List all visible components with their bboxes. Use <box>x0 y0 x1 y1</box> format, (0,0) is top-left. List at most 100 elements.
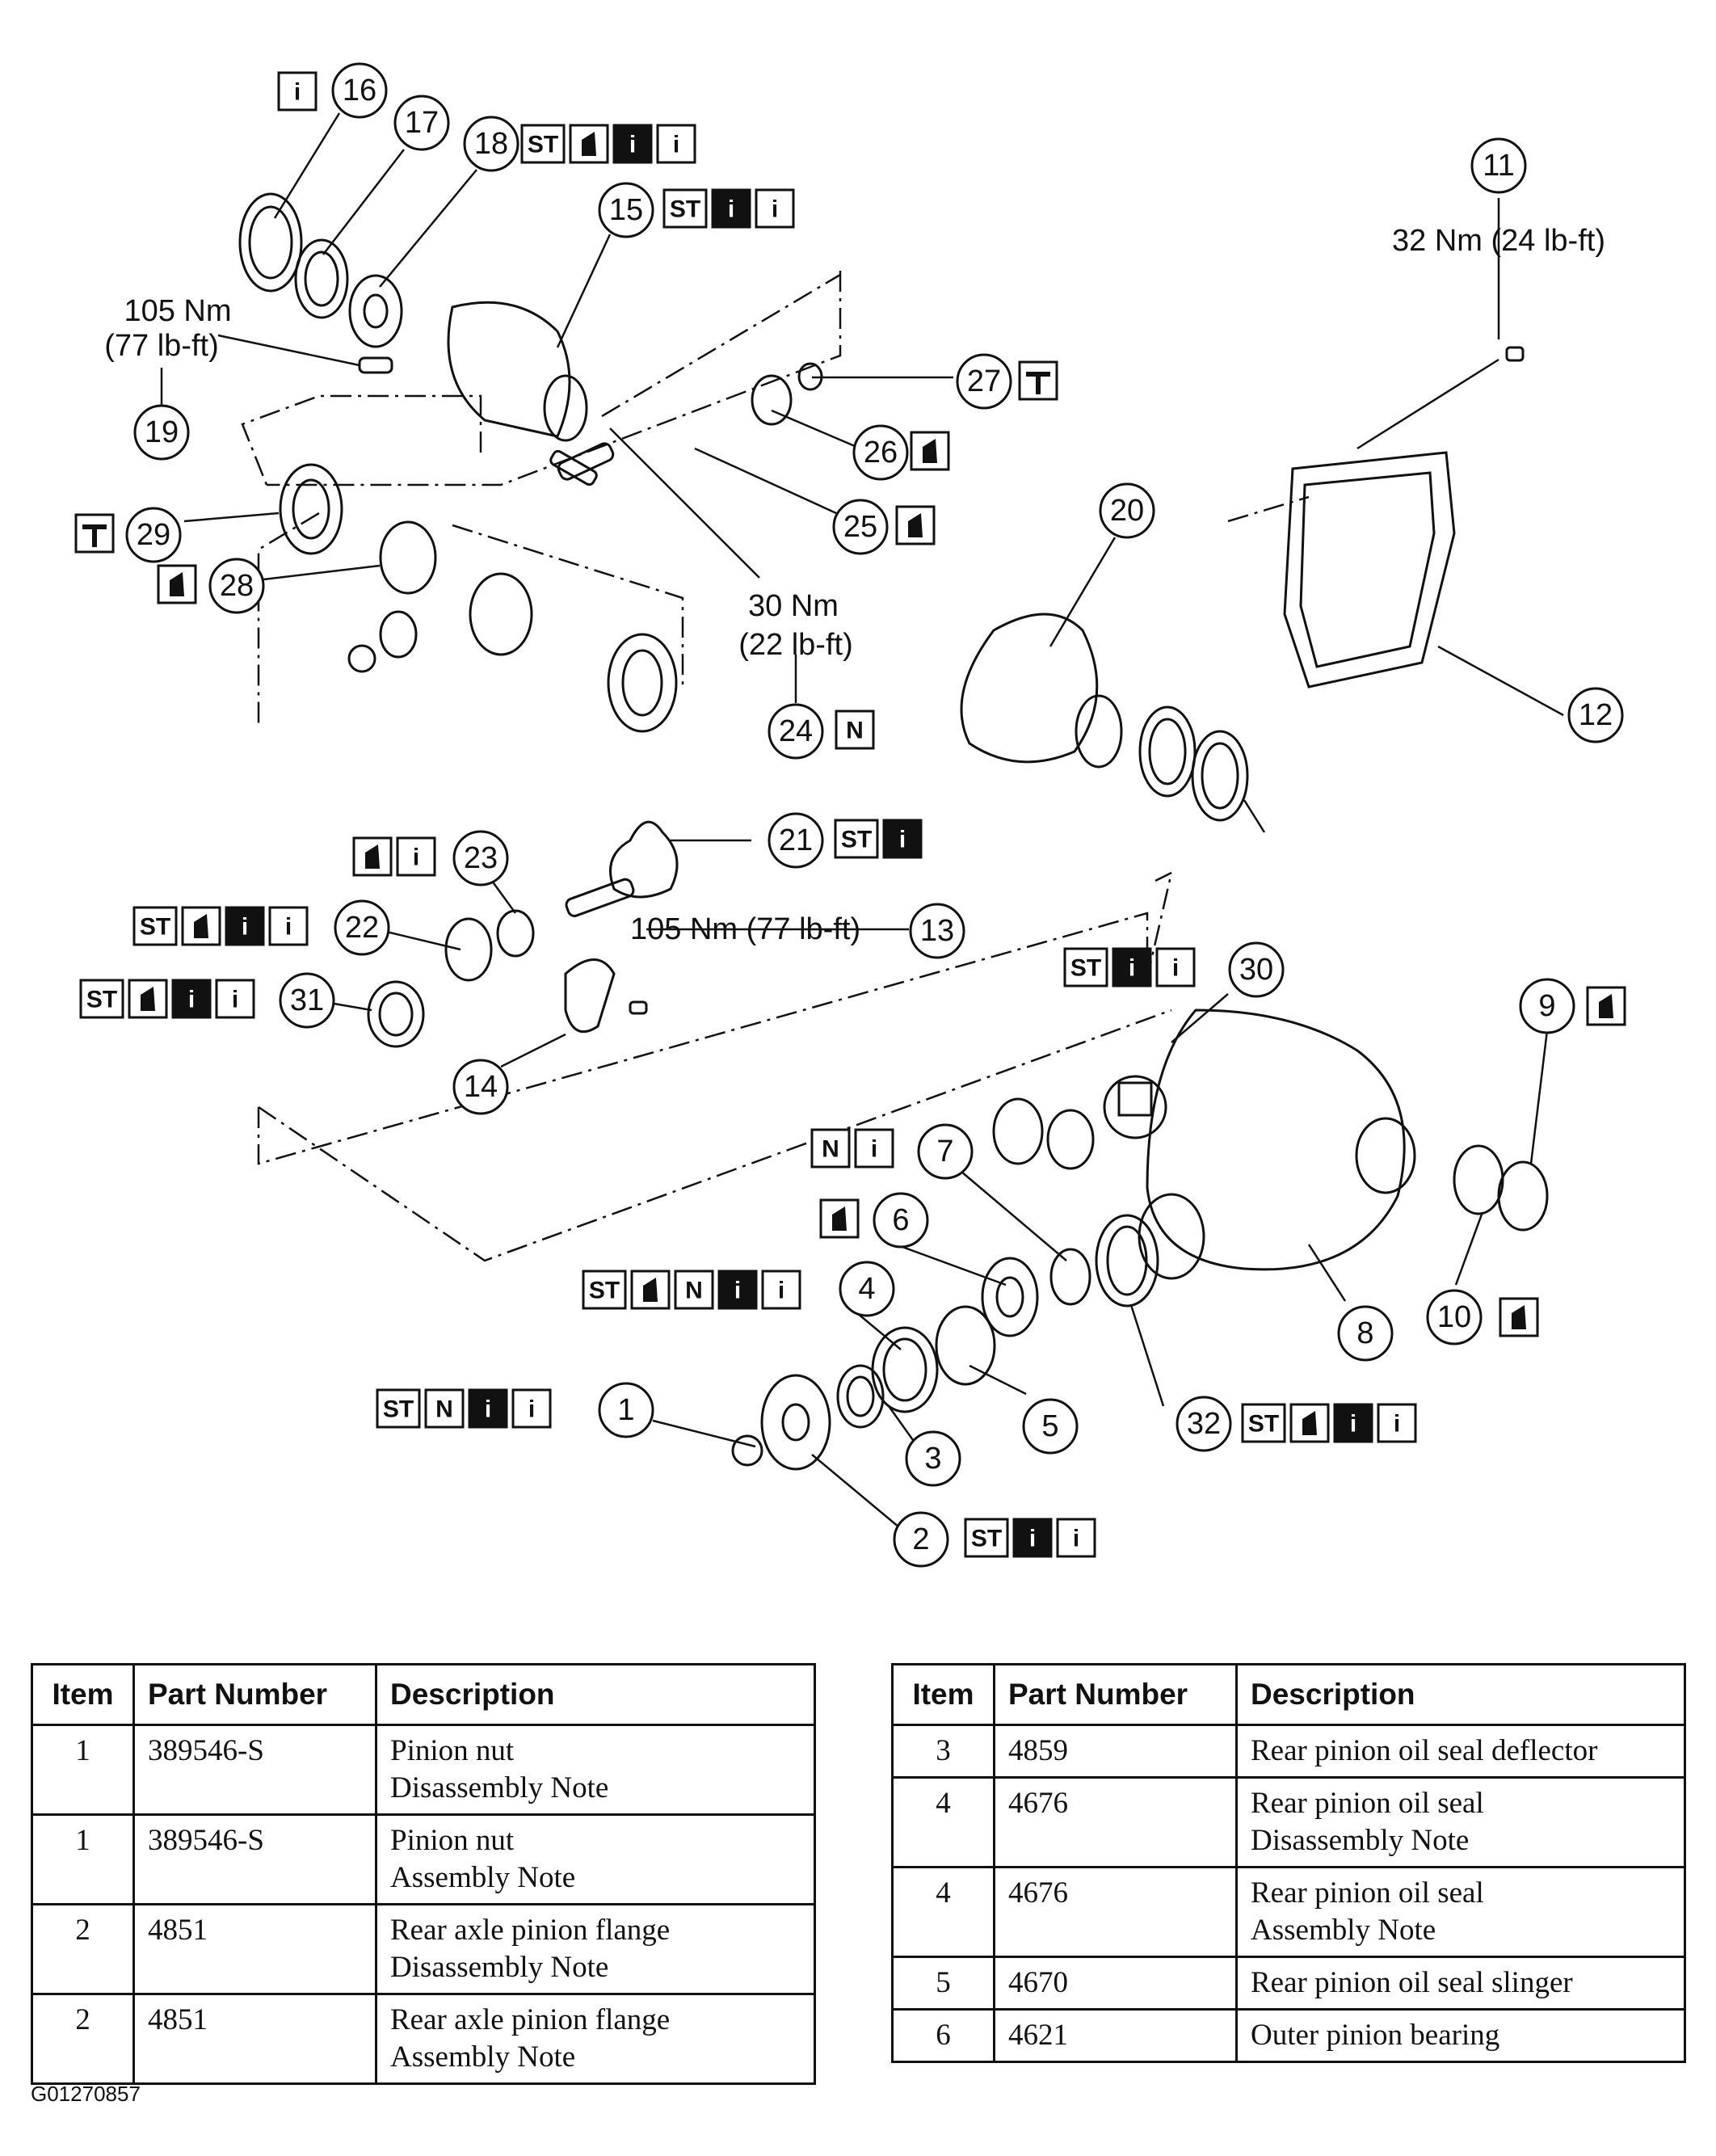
callout-14: 14 <box>452 1059 509 1115</box>
cell-description: Rear pinion oil seal deflector <box>1235 1724 1686 1779</box>
info-icon: i <box>761 1270 801 1310</box>
info-inverse-icon: i <box>1112 947 1152 987</box>
cell-description: Outer pinion bearing <box>1235 2008 1686 2063</box>
description-line: Rear axle pinion flange <box>390 2003 671 2036</box>
lubricate-icon <box>352 836 393 877</box>
callout-22: 22 <box>334 899 390 956</box>
special-tool-icon: ST <box>132 906 178 946</box>
special-tool-icon: ST <box>1241 1403 1286 1443</box>
info-icon: i <box>396 836 436 877</box>
leader-lines <box>160 112 1564 1528</box>
callout-28: 28 <box>208 558 265 614</box>
svg-text:6: 6 <box>892 1203 909 1237</box>
description-note: Assembly Note <box>390 2040 576 2074</box>
new-part-icon: N <box>424 1388 465 1429</box>
callout-9: 9 <box>1519 978 1575 1034</box>
special-tool-icon: ST <box>376 1388 421 1429</box>
header-description: Description <box>375 1663 816 1726</box>
callout-17: 17 <box>393 95 450 151</box>
svg-text:10: 10 <box>1437 1300 1471 1334</box>
header-part-number: Part Number <box>993 1663 1238 1726</box>
lubricate-icon <box>1499 1297 1539 1337</box>
svg-text:i: i <box>778 1278 784 1304</box>
svg-text:1: 1 <box>617 1393 634 1427</box>
svg-text:ST: ST <box>383 1396 414 1423</box>
svg-text:i: i <box>413 844 419 871</box>
description-note: Assembly Note <box>1251 1914 1436 1947</box>
svg-text:i: i <box>1073 1526 1079 1552</box>
callout-4: 4 <box>839 1261 895 1317</box>
lubricate-icon <box>895 505 936 545</box>
svg-text:i: i <box>871 1136 877 1163</box>
svg-text:i: i <box>734 1278 741 1304</box>
callout-2: 2 <box>893 1511 949 1568</box>
cell-item: 2 <box>31 1903 135 1995</box>
svg-text:ST: ST <box>589 1278 620 1304</box>
svg-text:22: 22 <box>345 911 379 945</box>
new-part-icon: N <box>810 1128 851 1169</box>
svg-text:i: i <box>728 196 734 223</box>
svg-text:i: i <box>242 914 248 941</box>
svg-text:i: i <box>673 132 679 158</box>
svg-text:i: i <box>899 827 906 853</box>
svg-text:i: i <box>1029 1526 1036 1552</box>
info-inverse-icon: i <box>225 906 265 946</box>
cell-part-number: 389546-S <box>132 1813 377 1905</box>
assembly-outlines <box>241 271 1310 1262</box>
info-icon: i <box>268 906 309 946</box>
info-inverse-icon: i <box>171 979 212 1019</box>
hammer-icon <box>1018 360 1058 401</box>
cell-item: 5 <box>891 1956 995 2011</box>
cell-item: 4 <box>891 1866 995 1958</box>
info-inverse-icon: i <box>1012 1518 1053 1558</box>
svg-text:i: i <box>1129 955 1135 982</box>
description-note: Disassembly Note <box>1251 1824 1470 1857</box>
torque-item-19-nm: 105 Nm <box>124 294 231 328</box>
callout-21: 21 <box>768 812 824 869</box>
description-line: Pinion nut <box>390 1734 515 1767</box>
svg-text:ST: ST <box>86 987 117 1013</box>
special-tool-icon: ST <box>520 124 566 164</box>
special-tool-icon: ST <box>79 979 124 1019</box>
svg-text:N: N <box>822 1136 839 1163</box>
svg-text:12: 12 <box>1579 698 1613 732</box>
new-part-icon: N <box>835 710 875 750</box>
callout-13: 13 <box>909 903 965 959</box>
info-icon: i <box>656 124 696 164</box>
lubricate-icon <box>569 124 609 164</box>
cell-item: 3 <box>891 1724 995 1779</box>
cell-part-number: 389546-S <box>132 1724 377 1816</box>
figure-id: G01270857 <box>31 2082 141 2106</box>
description-line: Outer pinion bearing <box>1251 2019 1500 2052</box>
cell-part-number: 4851 <box>132 1903 377 1995</box>
svg-text:i: i <box>629 132 636 158</box>
torque-item-19-lbft: (77 lb-ft) <box>104 329 218 363</box>
svg-text:i: i <box>772 196 778 223</box>
svg-text:30: 30 <box>1239 953 1273 987</box>
lubricate-icon <box>630 1270 671 1310</box>
lubricate-icon <box>1586 986 1626 1026</box>
svg-text:13: 13 <box>920 914 954 948</box>
cell-item: 1 <box>31 1813 135 1905</box>
callout-7: 7 <box>917 1123 974 1180</box>
svg-text:i: i <box>1394 1411 1400 1438</box>
lubricate-icon <box>910 431 950 471</box>
cell-item: 6 <box>891 2008 995 2063</box>
svg-text:ST: ST <box>528 132 558 158</box>
torque-item-24-nm: 30 Nm <box>748 589 839 623</box>
description-line: Rear axle pinion flange <box>390 1914 671 1947</box>
cell-part-number: 4851 <box>132 1993 377 2085</box>
svg-text:18: 18 <box>474 127 508 161</box>
special-tool-icon: ST <box>834 819 879 859</box>
torque-item-11: 32 Nm (24 lb-ft) <box>1392 224 1605 258</box>
header-item: Item <box>891 1663 995 1726</box>
